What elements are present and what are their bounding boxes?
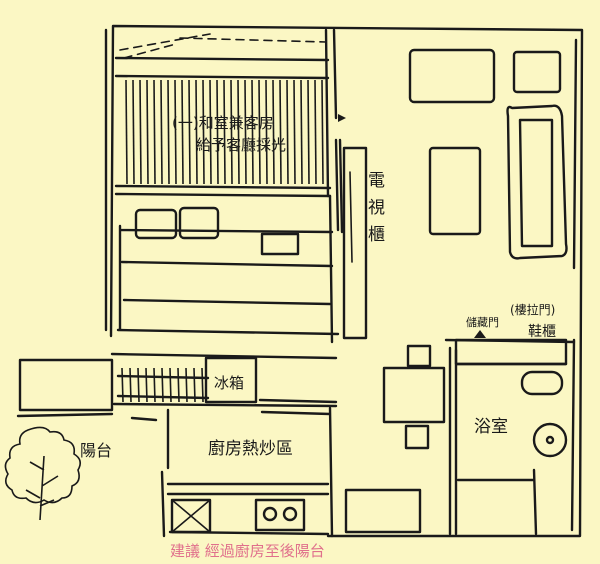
dining-chair-top [406, 344, 432, 368]
slat-line [216, 79, 219, 185]
sink-box [170, 498, 212, 534]
japanese-room-slats [125, 79, 324, 185]
slat-line [174, 79, 177, 185]
slat-line [265, 79, 268, 185]
washbasin [532, 422, 568, 458]
kitchen-wall [160, 398, 338, 538]
slat-line [139, 79, 142, 185]
slat-line [153, 367, 156, 403]
slat-line [286, 79, 289, 185]
suggestion-caption: 建議 經過廚房至後陽台 [170, 542, 325, 560]
outer-wall-right-double [570, 38, 578, 532]
room-note-line-1: (一)和室兼客房 [172, 114, 274, 132]
outer-wall [104, 24, 584, 538]
slat-line [188, 79, 191, 185]
slat-line [193, 367, 196, 403]
slat-line [293, 79, 296, 185]
slat-line [132, 79, 135, 185]
pillow-right [178, 206, 220, 240]
japanese-room-dashes [119, 33, 327, 59]
tv-cabinet-label-2: 視 [368, 198, 385, 218]
sliding-door-label: (樓拉門) [510, 302, 555, 317]
tree-icon [4, 426, 82, 521]
bathroom-inner [456, 468, 538, 536]
slat-line [195, 79, 198, 185]
slat-line [300, 79, 303, 185]
dining-table [382, 366, 446, 424]
slat-line [161, 367, 164, 403]
tv-cabinet-label-1: 電 [368, 171, 385, 191]
slat-line [160, 79, 163, 185]
shoe-cabinet-label: 鞋櫃 [528, 324, 556, 340]
slat-line [201, 367, 204, 403]
pillow-left [134, 208, 178, 240]
bedroom-wall-right [328, 138, 344, 344]
slat-line [181, 79, 184, 185]
slat-line [137, 367, 140, 403]
sofa [506, 104, 568, 260]
slat-line [321, 79, 324, 185]
storage-door-label: 儲藏門 [466, 316, 499, 329]
slat-line [129, 367, 132, 403]
tv-cabinet-box [342, 146, 368, 340]
slat-line [202, 79, 205, 185]
bathroom-label: 浴室 [474, 417, 508, 437]
closet-slats [121, 367, 204, 403]
japanese-room [114, 56, 332, 198]
toilet-tank [520, 370, 564, 396]
slat-line [307, 79, 310, 185]
armchair-left [408, 48, 496, 104]
slat-line [279, 79, 282, 185]
slat-line [121, 367, 124, 403]
slat-line [145, 367, 148, 403]
slat-line [272, 79, 275, 185]
slat-line [258, 79, 261, 185]
stove-burner-left [262, 506, 278, 522]
dining-chair-bottom [404, 424, 430, 450]
slat-line [314, 79, 317, 185]
slat-line [167, 79, 170, 185]
stove-burner-right [282, 506, 298, 522]
pointer-arrows [338, 114, 486, 338]
bathroom-walls [444, 338, 576, 536]
bed [116, 224, 340, 336]
slat-line [209, 79, 212, 185]
tv-cabinet-label-3: 櫃 [368, 225, 385, 245]
shoe-cabinet-box [454, 338, 568, 366]
bedside-table [260, 232, 300, 256]
slat-line [185, 367, 188, 403]
slat-line [251, 79, 254, 185]
balcony-label: 陽台 [80, 441, 112, 460]
slat-line [169, 367, 172, 403]
mid-wall [18, 352, 338, 470]
stove-box [254, 498, 306, 532]
armchair-right [512, 50, 562, 94]
coffee-table [428, 146, 482, 236]
slat-line [125, 79, 128, 185]
slat-line [237, 79, 240, 185]
slat-line [244, 79, 247, 185]
fridge-box [204, 356, 258, 404]
fridge-label: 冰箱 [214, 374, 244, 392]
partition-wall [324, 28, 338, 198]
room-note-line-2: 給予客廳採光 [196, 136, 286, 154]
slat-line [153, 79, 156, 185]
balcony-rail [16, 412, 158, 422]
entry-box [344, 488, 422, 534]
kitchen-stir-fry-label: 廚房熱炒區 [208, 438, 293, 459]
slat-line [177, 367, 180, 403]
slat-line [230, 79, 233, 185]
slat-line [146, 79, 149, 185]
slat-line [223, 79, 226, 185]
